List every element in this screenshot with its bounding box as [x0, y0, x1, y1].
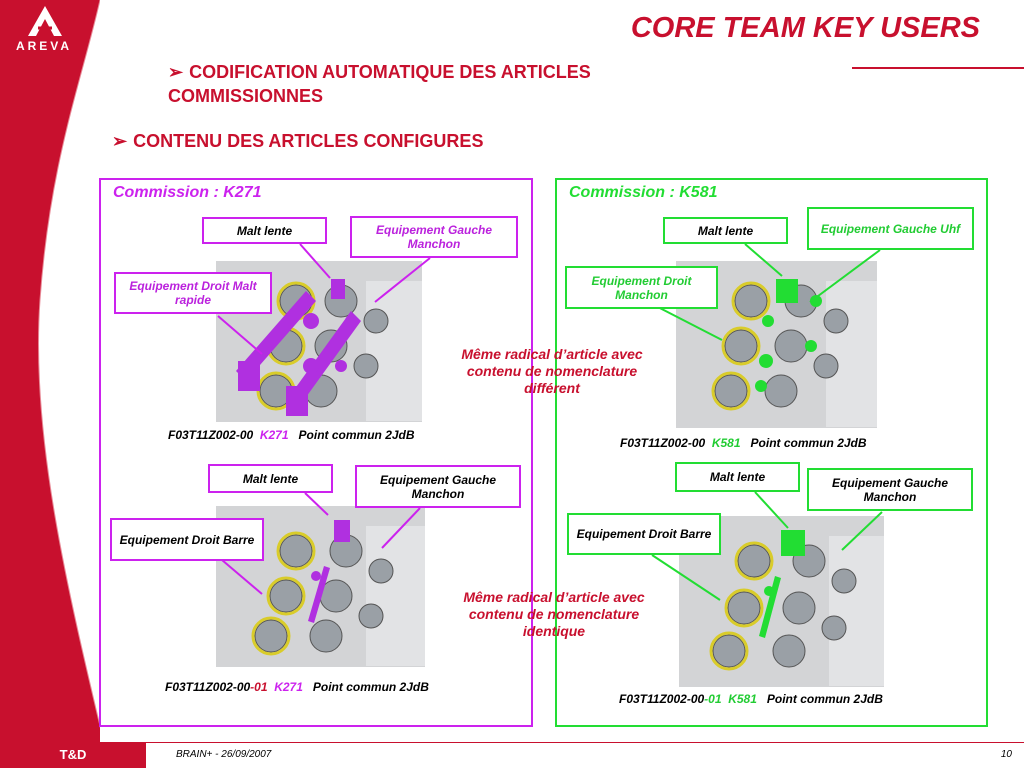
label-equip-gauche-k271-bottom: Equipement Gauche Manchon	[355, 465, 521, 508]
bullet-codification: ➢CODIFICATION AUTOMATIQUE DES ARTICLES C…	[168, 62, 591, 106]
label-malt-lente-k581-top: Malt lente	[663, 217, 788, 244]
caption-k271-bottom: F03T11Z002-00-01 K271 Point commun 2JdB	[165, 680, 429, 694]
caption-k271-top: F03T11Z002-00 K271 Point commun 2JdB	[168, 428, 415, 442]
assembly-image-k581-bottom	[679, 516, 884, 687]
footer-text: BRAIN+ - 26/09/2007	[176, 749, 272, 760]
panel-title-k581: Commission : K581	[569, 184, 718, 201]
label-equip-droit-k581-bottom: Equipement Droit Barre	[567, 513, 721, 555]
brand-logo-text: AREVA	[15, 39, 73, 53]
label-equip-droit-k271-bottom: Equipement Droit Barre	[110, 518, 264, 561]
panel-title-k271: Commission : K271	[113, 184, 262, 201]
label-malt-lente-k581-bottom: Malt lente	[675, 462, 800, 492]
sidebar-swoosh	[0, 0, 100, 768]
label-malt-lente-k271-bottom: Malt lente	[208, 464, 333, 493]
title-underline	[852, 67, 1024, 69]
label-malt-lente-k271-top: Malt lente	[202, 217, 327, 244]
label-equip-gauche-k581-bottom: Equipement Gauche Manchon	[807, 468, 973, 511]
bullet-arrow-icon: ➢	[168, 62, 184, 82]
panel-k271: Commission : K271	[99, 178, 533, 727]
panel-k581: Commission : K581	[555, 178, 988, 727]
label-equip-gauche-k271-top: Equipement Gauche Manchon	[350, 216, 518, 258]
footer-divider	[0, 742, 1024, 743]
footer-brand-box: T&D	[0, 742, 146, 768]
caption-k581-top: F03T11Z002-00 K581 Point commun 2JdB	[620, 436, 867, 450]
label-equip-gauche-k581-top: Equipement Gauche Uhf	[807, 207, 974, 250]
label-equip-droit-k581-top: Equipement Droit Manchon	[565, 266, 718, 309]
page-number: 10	[1000, 749, 1012, 760]
label-equip-droit-k271-top: Equipement Droit Malt rapide	[114, 272, 272, 314]
bullet-arrow-icon: ➢	[112, 131, 128, 151]
bullet-contenu: ➢CONTENU DES ARTICLES CONFIGURES	[112, 131, 484, 151]
note-contenu-identique: Même radical d’article avec contenu de n…	[463, 589, 645, 639]
caption-k581-bottom: F03T11Z002-00-01 K581 Point commun 2JdB	[619, 692, 883, 706]
page-title: CORE TEAM KEY USERS	[630, 12, 980, 44]
areva-logo-icon	[28, 6, 62, 36]
note-contenu-different: Même radical d’article avec contenu de n…	[461, 346, 643, 396]
